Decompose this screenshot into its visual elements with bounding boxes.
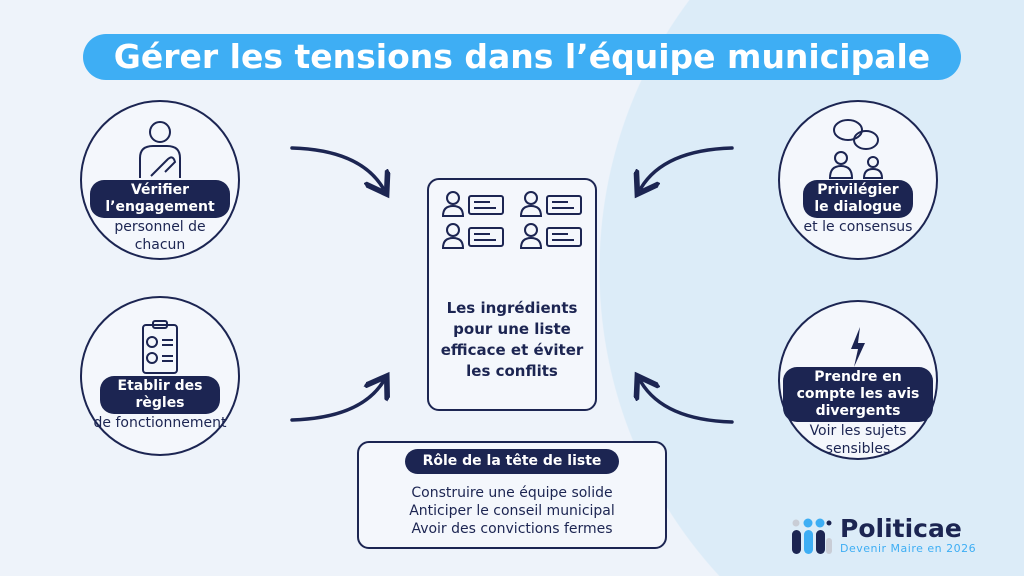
logo-icon <box>792 518 832 554</box>
team-cards-icon <box>441 191 582 249</box>
role-item: Construire une équipe solide <box>411 485 613 501</box>
center-text: Les ingrédients pour une liste efficace … <box>440 299 584 380</box>
page-title: Gérer les tensions dans l’équipe municip… <box>83 34 961 80</box>
logo-name: Politicae <box>840 514 962 543</box>
role-item: Avoir des convictions fermes <box>411 521 613 537</box>
arrow-top-left <box>290 146 383 188</box>
node-dialogue: Privilégier le dialogue et le consensus <box>778 100 938 260</box>
node-regles: Etablir des règles de fonctionnement <box>80 296 240 456</box>
node-engagement: Vérifier l’engagement personnel de chacu… <box>80 100 240 260</box>
node-avis: Prendre en compte les avis divergents Vo… <box>778 300 938 460</box>
role-title: Rôle de la tête de liste <box>404 449 620 474</box>
node-sub: et le consensus <box>803 219 913 235</box>
role-item: Anticiper le conseil municipal <box>409 503 615 519</box>
lightning-icon <box>848 308 868 367</box>
logo-tagline: Devenir Maire en 2026 <box>840 542 977 555</box>
node-label: Etablir des règles <box>100 376 220 414</box>
arrow-top-right <box>641 146 734 188</box>
node-label: Prendre en compte les avis divergents <box>783 367 933 422</box>
node-label: Vérifier l’engagement <box>90 180 230 218</box>
center-box: Les ingrédients pour une liste efficace … <box>427 178 597 411</box>
arrow-bottom-left <box>290 382 383 422</box>
node-sub: de fonctionnement <box>93 415 227 431</box>
role-box: Rôle de la tête de liste Construire une … <box>357 441 667 549</box>
logo: Politicae Devenir Maire en 2026 <box>790 516 976 555</box>
dialogue-icon <box>826 108 890 180</box>
node-label: Privilégier le dialogue <box>803 180 913 218</box>
node-sub: Voir les sujets sensibles <box>809 423 907 457</box>
hand-on-heart-icon <box>135 108 185 180</box>
checklist-icon <box>140 304 180 376</box>
arrow-bottom-right <box>641 382 734 424</box>
node-sub: personnel de chacun <box>114 219 206 253</box>
